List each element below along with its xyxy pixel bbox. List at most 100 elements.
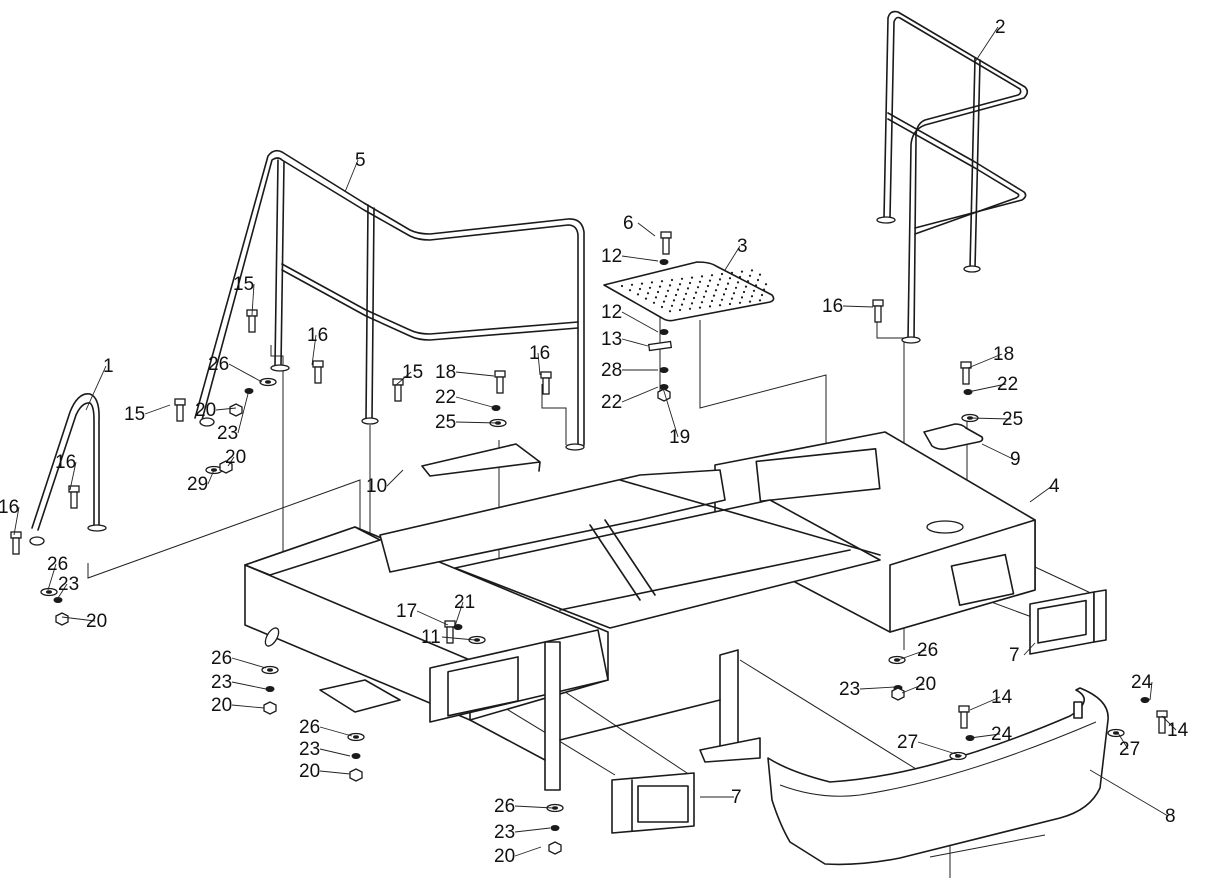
callout-label: 23 — [58, 574, 79, 595]
callout-bolt: 15 — [233, 274, 255, 316]
callout-flat-washer: 26 — [211, 648, 267, 669]
callout-label: 22 — [997, 374, 1018, 395]
callout-label: 26 — [299, 717, 320, 738]
bolt-icon — [10, 531, 22, 555]
callout-label: 1 — [103, 356, 114, 377]
leader-line — [311, 334, 317, 366]
leader-line — [514, 805, 554, 809]
perforation-hole — [682, 298, 686, 301]
perforation-hole — [700, 301, 704, 304]
headlight-housing-rear — [1029, 589, 1107, 655]
perforation-hole — [630, 283, 634, 286]
perforation-hole — [702, 295, 706, 298]
callout-rear-guard-rail: 2 — [974, 17, 1006, 63]
leader-line — [441, 636, 476, 641]
perforation-hole — [676, 288, 680, 291]
nut-icon — [891, 687, 905, 701]
callout-bolt: 16 — [0, 497, 20, 536]
perforation-hole — [732, 292, 736, 295]
callout-washer: 25 — [435, 412, 499, 433]
perforation-hole — [620, 284, 624, 288]
bolt-icon — [960, 361, 972, 385]
perforation-hole — [748, 274, 752, 277]
nut-icon — [548, 841, 562, 855]
perforation-hole — [758, 299, 762, 302]
callouts: 1234567789101112121314141515151616161616… — [0, 17, 1189, 867]
washer-icon — [347, 732, 365, 742]
rear-bumper-cover — [767, 687, 1109, 866]
leader-line — [1161, 715, 1177, 731]
callout-label: 24 — [991, 724, 1013, 745]
callout-flat-washer: 26 — [494, 796, 554, 817]
perforation-hole — [752, 289, 756, 292]
rear-guard-rail — [876, 10, 1029, 344]
callout-lock-washer: 23 — [494, 822, 551, 843]
washer-icon — [949, 751, 967, 761]
perforation-hole — [678, 283, 682, 286]
callout-lock-washer: 22 — [967, 374, 1018, 395]
perforation-hole — [668, 284, 672, 287]
bolt-icon — [660, 231, 672, 255]
leader-line — [724, 245, 741, 271]
perforation-hole — [698, 280, 702, 283]
leader-line — [967, 353, 1003, 369]
perforation-hole — [708, 279, 712, 282]
hardware — [10, 231, 1168, 855]
callout-nut: 20 — [211, 695, 265, 716]
perforation-hole — [712, 294, 716, 297]
perforation-hole — [710, 274, 714, 277]
leader-line — [319, 726, 353, 737]
perforation-hole — [690, 302, 694, 305]
clip-plate-icon — [647, 340, 673, 352]
leader-line — [455, 421, 499, 424]
callout-label: 26 — [208, 354, 229, 375]
headlight-housing-front — [611, 772, 695, 834]
callout-washer: 12 — [601, 246, 659, 267]
lock-washer-icon — [265, 686, 275, 692]
perforation-hole — [704, 290, 708, 293]
leader-line — [901, 683, 925, 694]
callout-label: 7 — [1009, 645, 1020, 666]
callout-nut: 20 — [225, 447, 246, 468]
bolt-icon — [174, 398, 186, 422]
leader-line — [969, 733, 1001, 739]
callout-bolt: 6 — [623, 213, 656, 237]
perforation-hole — [664, 295, 668, 298]
leader-line — [621, 338, 649, 347]
perforation-hole — [758, 273, 762, 276]
perforation-hole — [722, 293, 726, 296]
callout-label: 23 — [299, 739, 320, 760]
perforation-hole — [756, 278, 760, 282]
washer-icon — [888, 655, 906, 665]
callout-headlight-housing: 7 — [700, 787, 742, 808]
leader-line — [981, 443, 1014, 460]
leader-line — [47, 563, 57, 591]
leader-line — [1117, 732, 1129, 750]
perforation-hole — [700, 275, 704, 278]
perforation-hole — [706, 284, 710, 288]
callout-label: 26 — [917, 640, 938, 661]
callout-lock-washer: 22 — [435, 387, 497, 409]
perforation-hole — [692, 296, 696, 300]
leader-line — [231, 681, 267, 690]
perforated-step-plate — [603, 261, 775, 322]
callout-label: 15 — [233, 274, 254, 295]
leader-line — [1029, 485, 1053, 503]
callout-washer: 25 — [969, 409, 1023, 430]
leader-line — [207, 469, 215, 485]
callout-label: 27 — [1119, 739, 1140, 760]
callout-label: 8 — [1165, 806, 1176, 827]
callout-bolt: 16 — [529, 343, 550, 376]
callout-lock-washer: 22 — [601, 386, 659, 413]
leader-line — [455, 371, 495, 377]
callout-nut: 20 — [61, 611, 107, 632]
callout-spacer: 28 — [601, 360, 658, 381]
perforation-hole — [762, 288, 766, 291]
callout-label: 10 — [366, 476, 387, 497]
perforation-hole — [730, 297, 734, 300]
callout-bolt: 15 — [124, 404, 171, 425]
leader-line — [1023, 642, 1036, 656]
perforation-hole — [718, 278, 722, 281]
callout-nut: 20 — [901, 674, 936, 695]
leader-line — [85, 365, 107, 411]
